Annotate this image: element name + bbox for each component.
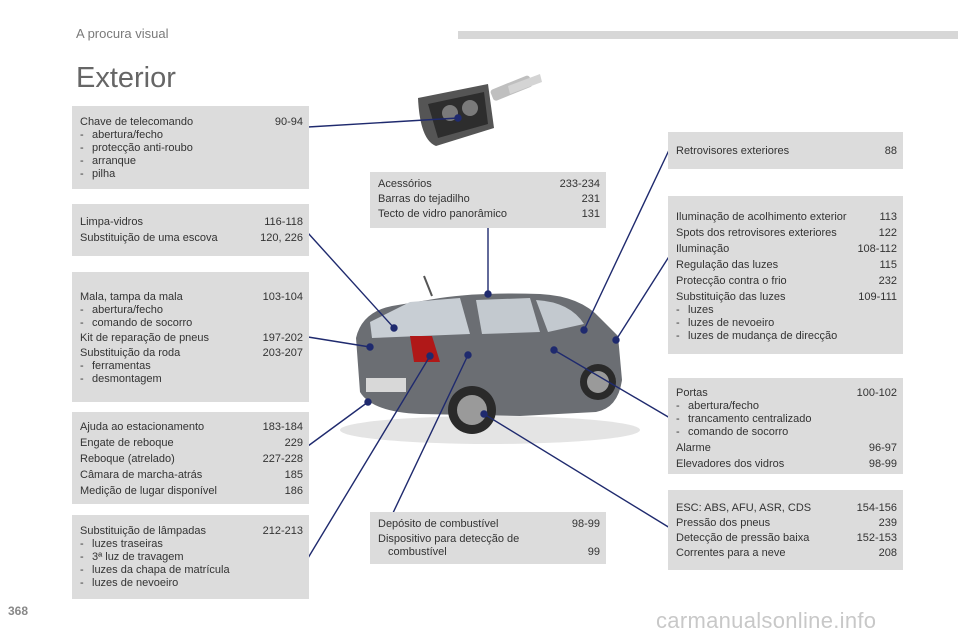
section-header: A procura visual bbox=[76, 26, 169, 41]
lampadas-sub-2: 3ª luz de travagem bbox=[80, 551, 303, 564]
lampadas-sub-4: luzes de nevoeiro bbox=[80, 577, 303, 590]
lampadas-sub-1: luzes traseiras bbox=[80, 538, 303, 551]
chave-sub-2: protecção anti-roubo bbox=[80, 142, 303, 155]
mala-sub-1: abertura/fecho bbox=[80, 304, 303, 317]
mala-sub-2: comando de socorro bbox=[80, 317, 303, 330]
portas-sub-2: trancamento centralizado bbox=[676, 413, 897, 426]
iluminacao-sub-1: luzes bbox=[676, 304, 897, 317]
page-title: Exterior bbox=[76, 62, 176, 94]
iluminacao-sub-3: luzes de mudança de direcção bbox=[676, 330, 897, 343]
chave-sub-3: arranque bbox=[80, 155, 303, 168]
iluminacao-sub-2: luzes de nevoeiro bbox=[676, 317, 897, 330]
portas-sub-1: abertura/fecho bbox=[676, 400, 897, 413]
header-divider bbox=[458, 31, 958, 39]
mala-sub-4: desmontagem bbox=[80, 373, 303, 386]
car-illustration bbox=[340, 275, 640, 444]
deposito-row-2a: Dispositivo para detecção de bbox=[378, 533, 520, 545]
leader-lines bbox=[307, 114, 671, 559]
key-fob-illustration bbox=[418, 74, 542, 146]
portas-sub-3: comando de socorro bbox=[676, 426, 897, 439]
ajuda-row-3: Reboque (atrelado)227-228 bbox=[80, 453, 303, 465]
chave-sub-1: abertura/fecho bbox=[80, 129, 303, 142]
chave-sub-4: pilha bbox=[80, 168, 303, 181]
lampadas-sub-3: luzes da chapa de matrícula bbox=[80, 564, 303, 577]
mala-sub-3: ferramentas bbox=[80, 360, 303, 373]
watermark: carmanualsonline.info bbox=[656, 608, 877, 633]
page-number: 368 bbox=[8, 604, 29, 618]
